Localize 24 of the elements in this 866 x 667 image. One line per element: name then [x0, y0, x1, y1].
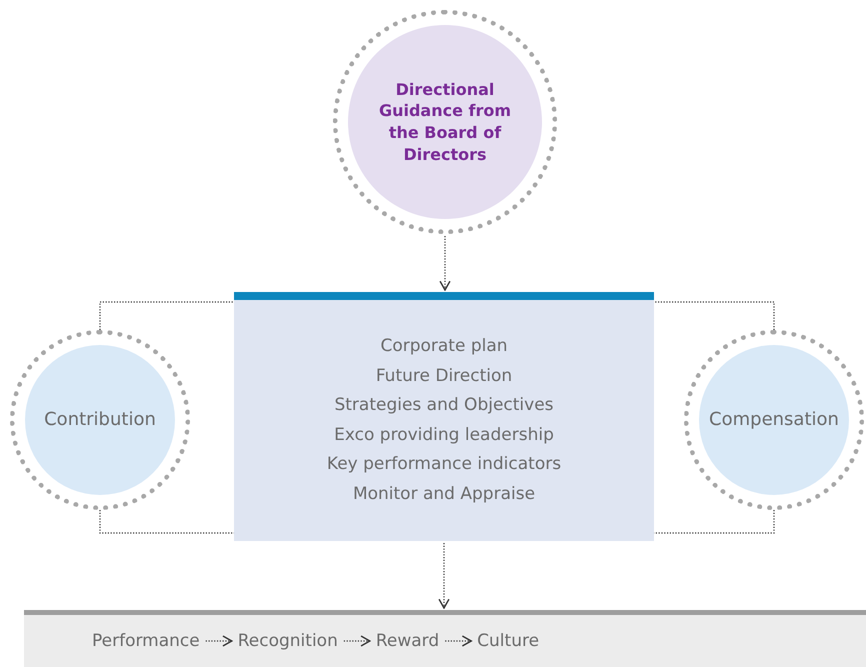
- panel-text-line: Corporate plan: [380, 335, 508, 358]
- arrow: [445, 635, 472, 647]
- connector-line: [99, 301, 234, 330]
- step-text: Reward: [376, 631, 440, 651]
- panel-text-line: Exco providing leadership: [334, 424, 554, 446]
- arrow: [344, 635, 371, 647]
- connector-line: [654, 301, 775, 330]
- step-text: Culture: [477, 631, 540, 651]
- arrow: [439, 236, 451, 291]
- step-text: Recognition: [238, 631, 338, 651]
- arrow: [206, 635, 232, 647]
- connector-line: [99, 510, 234, 534]
- step-text: Performance: [92, 631, 200, 651]
- panel-text-line: Future Direction: [376, 364, 512, 388]
- panel-text-line: Monitor and Appraise: [352, 482, 536, 506]
- arrow: [438, 543, 450, 609]
- flow-band: [24, 610, 866, 667]
- circle-label: Directional Guidance from the Board of Directors: [378, 78, 512, 166]
- connector-line: [654, 510, 775, 534]
- panel-text-line: Key performance indicators: [326, 453, 562, 476]
- content-panel: [234, 292, 654, 541]
- circle-label: Compensation: [708, 408, 840, 432]
- panel-text-line: Strategies and Objectives: [334, 394, 554, 417]
- circle-label: Contribution: [43, 408, 157, 432]
